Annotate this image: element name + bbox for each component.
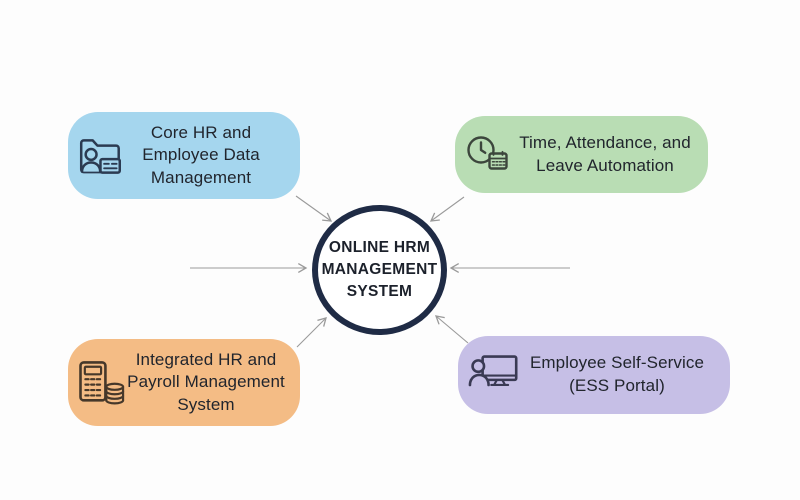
- node-label-core-hr: Core HR and Employee Data Management: [142, 122, 260, 187]
- arrow-time-attendance-to-hub: [429, 196, 465, 222]
- calculator-coins-icon-graphic: [79, 360, 125, 404]
- hub-line-2: MANAGEMENT: [321, 261, 438, 278]
- arrow-core-hr-to-hub: [295, 195, 333, 222]
- node-core-hr-employee-data: Core HR and Employee Data Management: [68, 112, 300, 199]
- node-employee-self-service: Employee Self-Service (ESS Portal): [458, 336, 730, 414]
- center-hub: ONLINE HRM MANAGEMENT SYSTEM: [312, 205, 447, 335]
- clock-calendar-icon: [464, 131, 512, 179]
- clock-calendar-icon-graphic: [467, 135, 508, 170]
- node-integrated-hr-payroll: Integrated HR and Payroll Management Sys…: [68, 339, 300, 426]
- arrow-payroll-to-hub: [296, 317, 327, 348]
- person-monitor-icon-graphic: [468, 355, 518, 387]
- folder-user-icon-graphic: [79, 138, 122, 174]
- node-label-time-attendance: Time, Attendance, and Leave Automation: [519, 132, 691, 175]
- hub-line-1: ONLINE HRM: [328, 239, 431, 256]
- hub-line-3: SYSTEM: [346, 283, 413, 300]
- calculator-coins-icon: [74, 357, 126, 409]
- person-monitor-icon: [468, 349, 520, 401]
- folder-user-icon: [76, 131, 126, 181]
- node-label-payroll: Integrated HR and Payroll Management Sys…: [127, 349, 285, 414]
- node-time-attendance-leave: Time, Attendance, and Leave Automation: [455, 116, 708, 193]
- arrow-ess-to-hub: [434, 315, 469, 344]
- node-label-ess: Employee Self-Service (ESS Portal): [529, 353, 705, 395]
